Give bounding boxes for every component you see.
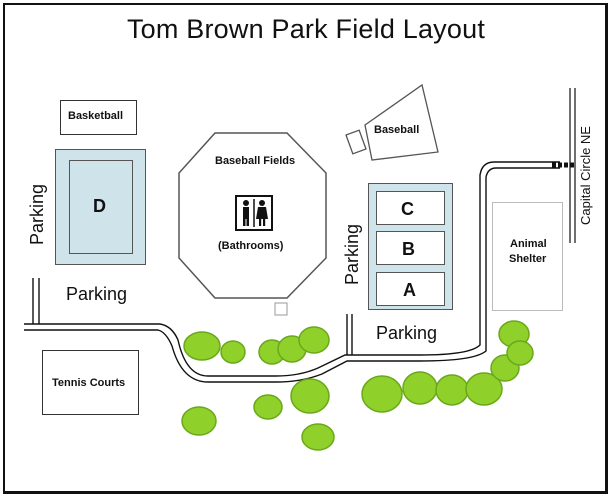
parking-center-vertical-label: Parking [342,223,363,286]
tree-icon [435,374,469,406]
field-c [376,191,445,225]
parking-center-horizontal-label: Parking [376,323,438,343]
tree-icon [361,375,403,413]
tree-icon [402,371,438,405]
restroom-icon [235,195,273,231]
field-c-label: C [401,199,414,219]
animal-shelter [492,202,563,311]
tree-icon [183,331,221,361]
bathrooms-label: (Bathrooms) [218,240,284,252]
field-d-outer [55,149,146,265]
field-a [376,272,445,306]
animal-shelter-label-line1: Animal [510,238,547,250]
tree-icon [298,326,330,354]
baseball-fields-label: Baseball Fields [215,155,296,167]
field-b [376,231,445,265]
animal-shelter-label-line2: Shelter [509,253,547,265]
tree-icon [253,394,283,420]
tennis-courts [42,350,139,415]
baseball-label: Baseball [374,124,420,136]
tennis-courts-label: Tennis Courts [52,377,126,389]
basketball-label: Basketball [68,110,124,122]
tree-icon [181,406,217,436]
field-d [69,160,133,254]
tree-cluster [181,320,534,451]
tree-icon [220,340,246,364]
parking-left-entry [32,278,40,324]
park-road [24,161,560,383]
capital-circle-road [569,88,576,243]
parking-left-vertical-label: Parking [27,183,48,246]
baseball-field-shape [364,83,439,161]
basketball-court [60,100,137,135]
tree-icon [290,378,330,414]
parking-left-horizontal-label: Parking [66,284,128,304]
parking-center-entry [346,314,353,355]
map-title: Tom Brown Park Field Layout [126,14,486,44]
field-d-label: D [93,196,106,216]
field-b-label: B [402,239,415,259]
tree-icon [465,372,503,406]
tree-icon [506,340,534,366]
capital-circle-label: Capital Circle NE [577,126,593,225]
field-a-label: A [403,280,416,300]
baseball-backstop [345,129,367,155]
small-square-marker [274,302,288,316]
tree-icon [301,423,335,451]
